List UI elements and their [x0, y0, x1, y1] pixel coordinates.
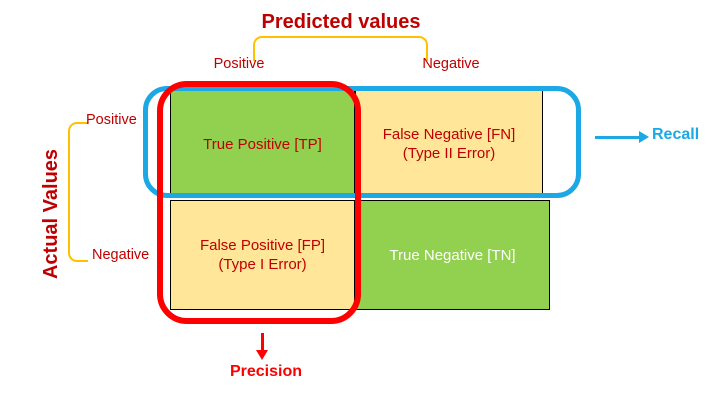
cell-false-positive: False Positive [FP] (Type I Error)	[170, 200, 355, 310]
cell-false-positive-label: False Positive [FP]	[199, 237, 326, 254]
cell-true-negative: True Negative [TN]	[355, 200, 550, 310]
row-label-negative: Negative	[92, 247, 150, 263]
predicted-values-title: Predicted values	[261, 11, 421, 33]
column-label-negative: Negative	[422, 56, 480, 72]
cell-false-positive-sublabel: (Type I Error)	[218, 256, 307, 273]
recall-row-highlight	[143, 86, 581, 198]
recall-arrow-line	[595, 136, 639, 139]
cell-true-positive-label: True Positive [TP]	[203, 135, 322, 153]
column-label-positive: Positive	[213, 56, 265, 72]
precision-column-highlight	[157, 81, 361, 324]
actual-bracket	[68, 122, 88, 262]
precision-arrow-icon	[256, 350, 268, 360]
cell-true-negative-label: True Negative [TN]	[389, 246, 516, 264]
cell-false-negative-label: False Negative [FN]	[382, 126, 516, 143]
cell-true-positive: True Positive [TP]	[170, 90, 355, 198]
predicted-bracket	[253, 36, 428, 61]
actual-values-title: Actual Values	[40, 148, 62, 280]
precision-label: Precision	[229, 363, 303, 380]
precision-arrow-line	[261, 333, 264, 351]
recall-arrow-icon	[639, 131, 649, 143]
recall-label: Recall	[652, 126, 700, 143]
row-label-positive: Positive	[86, 112, 137, 128]
cell-false-negative-sublabel: (Type II Error)	[402, 145, 496, 162]
